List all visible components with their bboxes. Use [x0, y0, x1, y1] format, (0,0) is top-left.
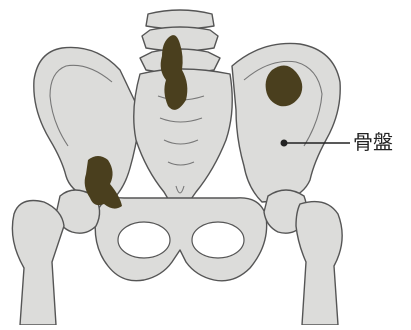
left-obturator-foramen	[118, 222, 170, 258]
left-femur	[12, 201, 64, 326]
right-obturator-foramen	[192, 222, 244, 258]
lumbar-vertebra-top	[146, 10, 214, 29]
callout-dot	[281, 140, 288, 147]
right-femur	[296, 202, 342, 325]
pelvis-label: 骨盤	[353, 130, 393, 154]
